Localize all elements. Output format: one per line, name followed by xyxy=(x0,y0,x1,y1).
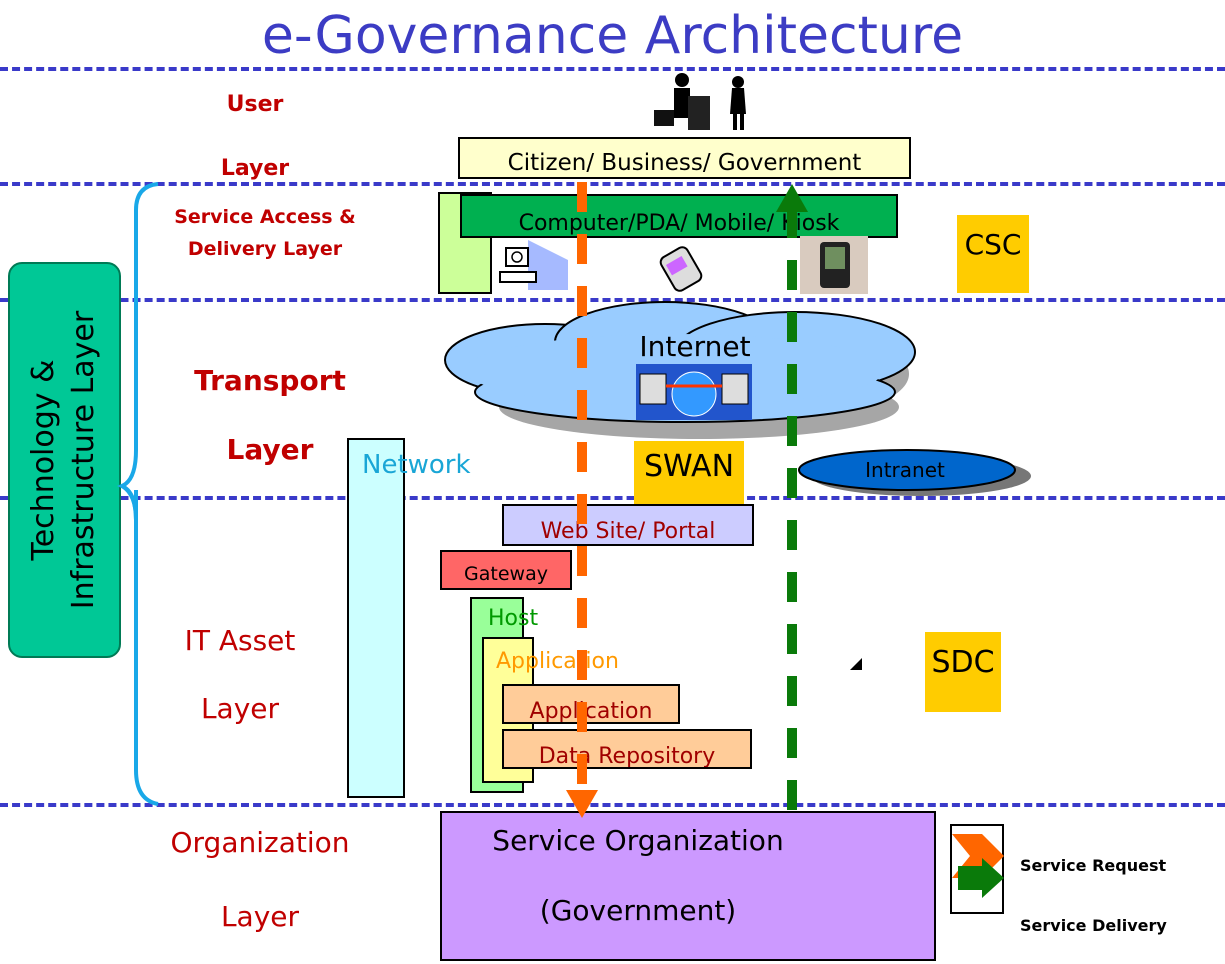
divider-transport-it xyxy=(0,496,1225,500)
sdc-box: SDC xyxy=(925,632,1001,712)
service-organization-label: Service Organization xyxy=(492,824,784,857)
csc-box: CSC xyxy=(957,215,1029,293)
service-organization-sublabel: (Government) xyxy=(539,894,737,927)
divider-it-organization xyxy=(0,803,1225,807)
service-access-label-2: Delivery Layer xyxy=(187,238,343,260)
divider-access-transport xyxy=(0,298,1225,302)
service-request-arrow xyxy=(566,182,598,818)
application-box: Application xyxy=(502,684,680,724)
it-asset-layer-label-1: IT Asset xyxy=(184,624,296,657)
legend-service-request: Service Request xyxy=(1020,856,1167,875)
website-portal-box: Web Site/ Portal xyxy=(502,504,754,546)
intranet-label: Intranet xyxy=(865,458,945,482)
computer-icon xyxy=(499,240,568,290)
mobile-phone-icon xyxy=(659,246,703,292)
intranet-cloud xyxy=(798,449,1031,496)
divider-user-access xyxy=(0,182,1225,186)
lower-brace xyxy=(120,484,159,806)
pda-icon xyxy=(800,236,868,294)
it-asset-layer-label-2: Layer xyxy=(200,692,280,725)
host-label: Host xyxy=(488,606,539,631)
service-delivery-arrow xyxy=(776,184,808,810)
legend-swatch-box xyxy=(950,824,1004,914)
pointer-arrowhead-icon xyxy=(850,658,862,670)
application-server-label: Application xyxy=(496,649,619,674)
network-label: Network xyxy=(362,450,471,480)
internet-label: Internet xyxy=(639,330,751,363)
diagram-title: e-Governance Architecture xyxy=(261,6,964,66)
user-layer-label-2: Layer xyxy=(220,156,290,181)
transport-layer-label-2: Layer xyxy=(226,433,314,466)
devices-box: Computer/PDA/ Mobile/ Kiosk xyxy=(460,194,898,238)
swan-box: SWAN xyxy=(634,441,744,515)
user-layer-label-1: User xyxy=(226,92,284,117)
service-organization-box xyxy=(440,811,936,961)
network-column xyxy=(347,438,405,798)
users-icon xyxy=(654,73,746,130)
network-globe-icon xyxy=(636,364,752,420)
gateway-box: Gateway xyxy=(440,550,572,590)
transport-layer-label-1: Transport xyxy=(194,364,346,397)
organization-layer-label-1: Organization xyxy=(170,826,350,859)
technology-infrastructure-box xyxy=(8,262,121,658)
data-repository-box: Data Repository xyxy=(502,729,752,769)
service-access-label-1: Service Access & xyxy=(174,206,356,228)
brace-graphics xyxy=(116,182,159,806)
organization-layer-label-2: Layer xyxy=(220,900,300,933)
divider-top xyxy=(0,67,1225,71)
citizen-box: Citizen/ Business/ Government xyxy=(458,137,911,179)
legend-service-delivery: Service Delivery xyxy=(1020,916,1167,935)
